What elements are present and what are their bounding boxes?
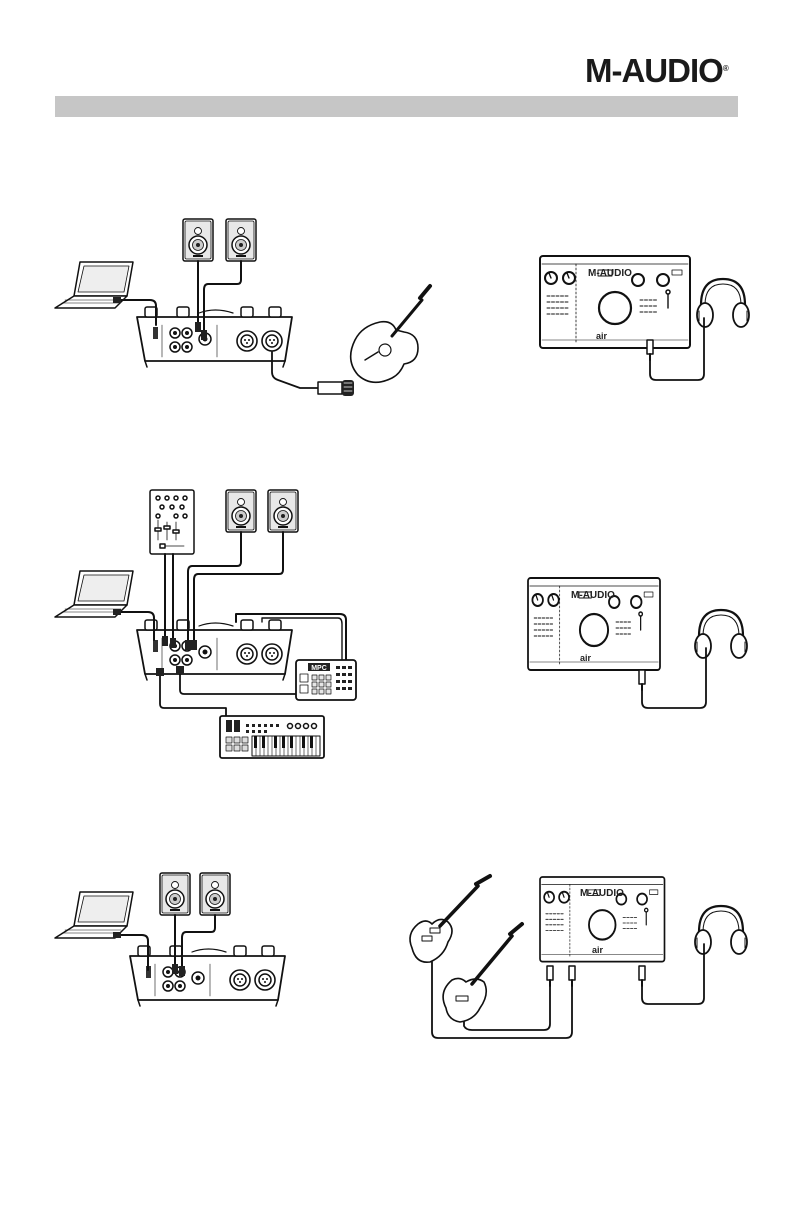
mixer-icon — [150, 490, 194, 554]
laptop-icon — [55, 571, 133, 617]
svg-text:air: air — [580, 653, 592, 663]
studio-monitor-icon — [183, 219, 213, 261]
example-2-rear-setup: MPC — [55, 490, 356, 758]
svg-text:air: air — [592, 945, 604, 955]
svg-text:M-AUDIO: M-AUDIO — [588, 268, 632, 279]
studio-monitor-icon — [226, 219, 256, 261]
example-3-rear-setup — [55, 873, 285, 1006]
mpc-icon: MPC — [296, 660, 356, 700]
audio-interface-front-icon: M-AUDIO air — [540, 256, 690, 348]
studio-monitor-icon — [268, 490, 298, 532]
example-1-front-headphones: M-AUDIO air — [540, 256, 749, 380]
audio-interface-front-icon: M-AUDIO air — [528, 578, 660, 670]
svg-text:air: air — [596, 331, 608, 341]
studio-monitor-icon — [160, 873, 190, 915]
electric-guitar-icon — [410, 876, 490, 962]
input-jack — [547, 966, 553, 986]
microphone-icon — [318, 380, 354, 396]
example-2-front-headphones: M-AUDIO air — [528, 578, 747, 708]
headphone-jack — [647, 340, 653, 360]
acoustic-guitar-icon — [351, 286, 430, 382]
laptop-icon — [55, 892, 133, 938]
studio-monitor-icon — [226, 490, 256, 532]
laptop-icon — [55, 262, 133, 308]
example-1-rear-setup — [55, 219, 430, 396]
bass-guitar-icon — [443, 924, 522, 1022]
headphones-icon — [695, 906, 747, 954]
midi-keyboard-icon — [220, 716, 324, 758]
studio-monitor-icon — [200, 873, 230, 915]
example-3-front-guitars: M-AUDIO air — [410, 876, 747, 1038]
audio-interface-front-icon: M-AUDIO air — [540, 877, 665, 962]
headphones-icon — [695, 610, 747, 658]
audio-interface-rear-icon — [137, 307, 292, 367]
headphone-jack — [639, 670, 645, 690]
svg-text:MPC: MPC — [311, 665, 327, 672]
input-jack — [569, 966, 575, 986]
svg-text:M-AUDIO: M-AUDIO — [580, 888, 624, 899]
audio-interface-rear-icon — [130, 946, 285, 1006]
headphone-jack — [639, 966, 645, 986]
svg-text:M-AUDIO: M-AUDIO — [571, 590, 615, 601]
